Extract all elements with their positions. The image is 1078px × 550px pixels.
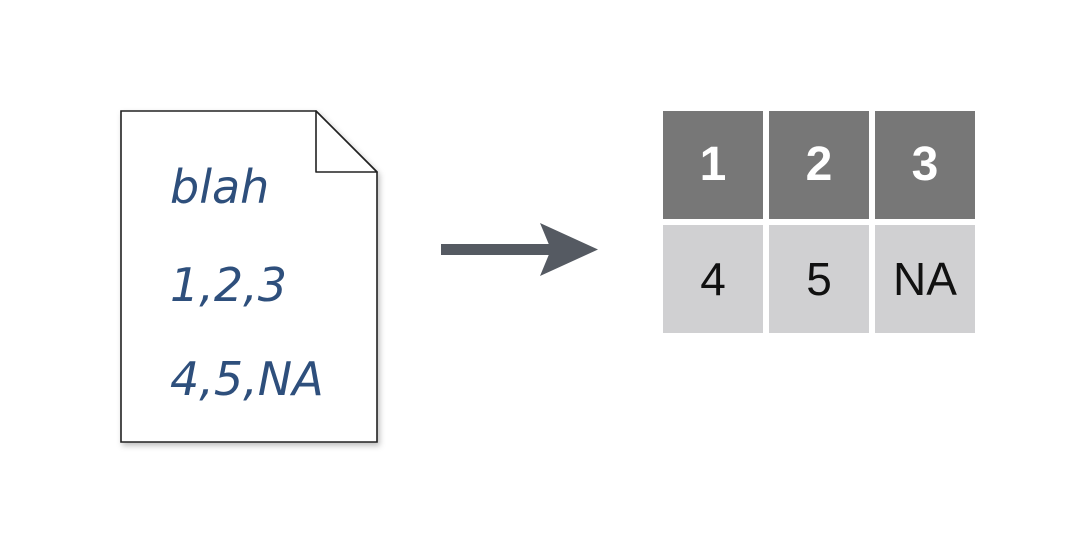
file-line-header: blah xyxy=(170,160,270,214)
table-cell: NA xyxy=(875,225,975,333)
file-line-row-2: 4,5,NA xyxy=(170,352,324,406)
table-header-cell: 1 xyxy=(663,111,763,219)
file-icon xyxy=(120,110,378,443)
table-header-cell: 3 xyxy=(875,111,975,219)
table-cell: 5 xyxy=(769,225,869,333)
arrow-shaft xyxy=(441,244,551,255)
arrow-head xyxy=(540,223,598,276)
file-fold-corner xyxy=(315,110,378,173)
table-cell: 4 xyxy=(663,225,763,333)
arrow-right-icon xyxy=(441,223,598,276)
file-line-row-1: 1,2,3 xyxy=(170,258,288,312)
file-page-shape xyxy=(120,110,378,443)
data-table: 1 2 3 4 5 NA xyxy=(663,111,975,333)
table-header-cell: 2 xyxy=(769,111,869,219)
